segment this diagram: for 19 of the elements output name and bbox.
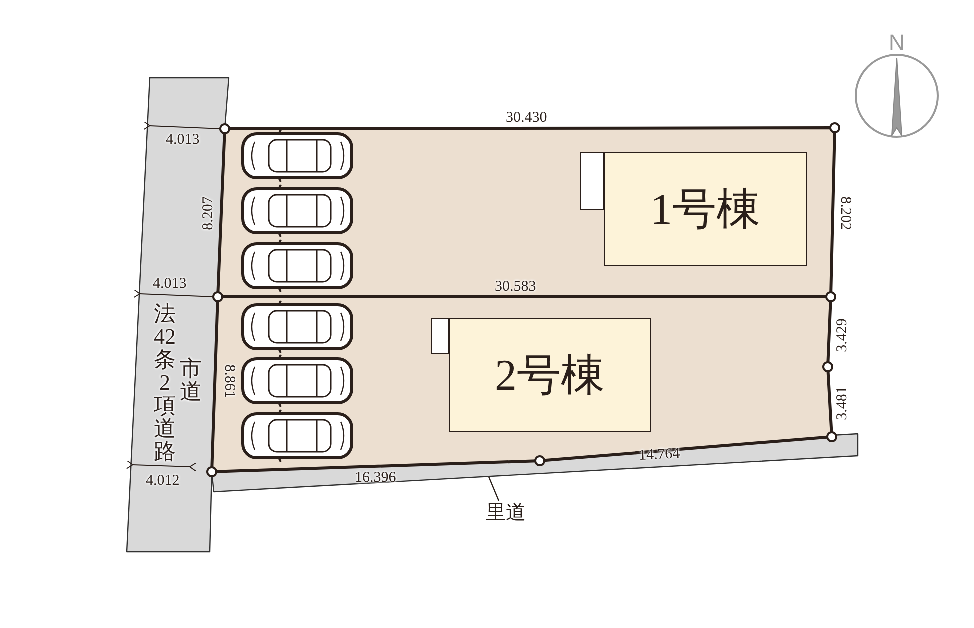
leader-line — [488, 476, 500, 502]
dimension-label: 8.202 — [837, 196, 852, 230]
dimension-label: 4.013 — [166, 133, 200, 148]
dimension-label: 3.429 — [835, 318, 850, 352]
building-box: 2号棟 — [449, 318, 651, 432]
dimension-label: 16.396 — [355, 471, 396, 486]
building-box: 1号棟 — [604, 152, 807, 266]
dimension-label: 4.012 — [146, 474, 180, 489]
road-label: 市道 — [179, 357, 203, 403]
road-label: 法42条2項道路 — [153, 302, 177, 463]
dimension-label: 8.861 — [221, 364, 236, 398]
road-name-label: 里道 — [486, 501, 526, 525]
dimension-label: 3.481 — [835, 386, 850, 420]
dimension-label: 4.013 — [153, 277, 187, 292]
dimension-label: 30.430 — [506, 111, 548, 126]
dimension-label: 14.764 — [638, 446, 680, 464]
dimension-label: 8.207 — [201, 196, 216, 230]
dimension-label: 30.583 — [495, 280, 536, 295]
north-label: N — [889, 32, 905, 54]
